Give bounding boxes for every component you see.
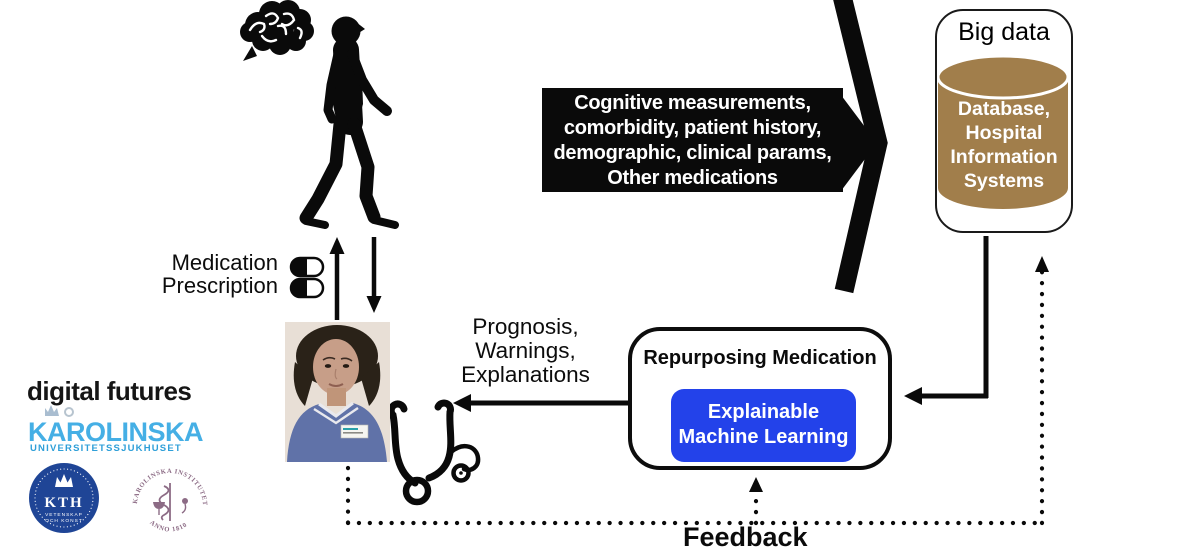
kth-motto-line2: OCH KONST <box>45 518 83 524</box>
karolinska-hospital-logo: KAROLINSKA <box>28 417 204 447</box>
medication-prescription-label: Medication Prescription <box>161 250 278 298</box>
karolinska-crown-icon <box>45 405 74 417</box>
database-cylinder-label: Database, Hospital Information Systems <box>950 98 1058 192</box>
feedback-dotted-path <box>345 256 1049 526</box>
database-cylinder-icon <box>937 54 1070 209</box>
prognosis-arrow <box>453 394 628 412</box>
big-data-box: Big data Database, Hospital Information … <box>935 9 1073 233</box>
svg-text:ANNO 1810: ANNO 1810 <box>148 519 189 533</box>
explainable-ml-box: Explainable Machine Learning <box>671 389 856 462</box>
digital-futures-logo: digital futures <box>27 376 192 406</box>
bigdata-to-model-arrow <box>904 236 989 405</box>
feedback-label: Feedback <box>683 522 808 550</box>
stethoscope-icon <box>387 399 481 506</box>
pill-icon <box>289 256 325 299</box>
walking-person-icon <box>299 16 399 229</box>
karolinska-institutet-seal: KAROLINSKA INSTITUTET ANNO 1810 <box>132 468 207 534</box>
input-arrow-shape <box>542 0 888 294</box>
input-arrow-label: Cognitive measurements, comorbidity, pat… <box>553 92 832 189</box>
explainable-ml-label: Explainable Machine Learning <box>678 401 849 448</box>
patient-clinician-arrows <box>329 237 382 320</box>
kth-logo: KTH VETENSKAP OCH KONST <box>29 463 99 533</box>
ki-anno-text: ANNO 1810 <box>148 519 188 533</box>
karolinska-hospital-subtitle: UNIVERSITETSSJUKHUSET <box>30 443 182 454</box>
kth-crown-icon <box>55 474 73 487</box>
clinician-portrait <box>285 322 390 462</box>
prognosis-label: Prognosis, Warnings, Explanations <box>461 314 590 387</box>
kth-motto-line1: VETENSKAP <box>45 512 83 518</box>
kth-abbr: KTH <box>44 495 83 511</box>
clinician-photo <box>285 322 390 462</box>
brain-icon <box>240 0 314 61</box>
repurposing-box: Repurposing Medication Explainable Machi… <box>628 327 892 470</box>
repurposing-title: Repurposing Medication <box>643 347 877 369</box>
ki-staff-snake-icon <box>153 483 188 521</box>
big-data-title: Big data <box>958 18 1050 46</box>
